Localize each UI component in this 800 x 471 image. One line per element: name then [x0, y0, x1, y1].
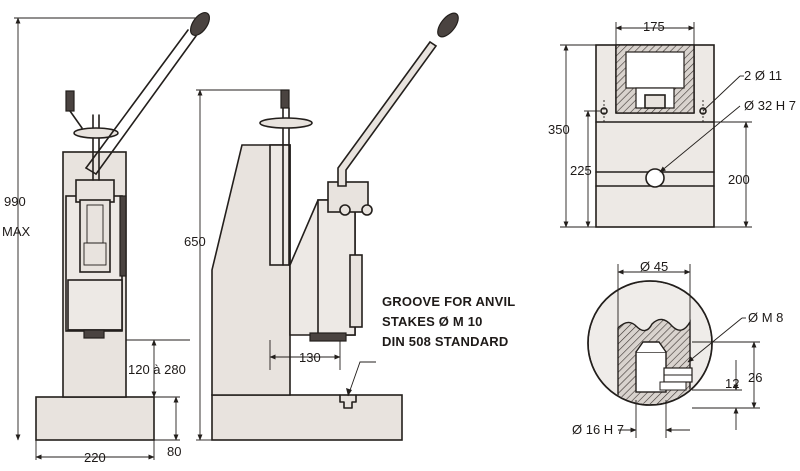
front-base-label: 80: [167, 444, 181, 459]
detail-thread-label: Ø M 8: [748, 310, 783, 325]
front-range-label: 120 à 280: [128, 362, 186, 377]
top-bore: [645, 168, 665, 188]
front-head-side: [119, 195, 127, 277]
side-view: 650 130 GROOVE FOR ANVIL STAKES Ø M 10 D…: [184, 12, 515, 441]
front-lever-knob: [189, 12, 211, 36]
side-tool: [309, 332, 347, 342]
top-bore-label: Ø 32 H 7: [744, 98, 796, 113]
top-right-label: 200: [728, 172, 750, 187]
front-handwheel-knob: [65, 90, 75, 112]
detail-depth-label: 26: [748, 370, 762, 385]
side-height-label: 650: [184, 234, 206, 249]
side-base: [211, 394, 403, 441]
front-lever-a: [85, 29, 189, 169]
side-note-line-3: DIN 508 STANDARD: [382, 334, 508, 349]
detail-diameter-label: Ø 45: [640, 259, 668, 274]
front-top-block: [75, 179, 115, 203]
side-note-line-2: STAKES Ø M 10: [382, 314, 483, 329]
side-handwheel: [259, 117, 313, 129]
side-column-front: [269, 144, 291, 266]
top-holes-label: 2 Ø 11: [744, 68, 782, 83]
front-lower-block: [67, 279, 123, 331]
detail-view: Ø 45 Ø M 8 26 12 Ø 16 H 7: [572, 259, 783, 438]
front-tool: [83, 329, 105, 339]
front-height-label: MAX: [2, 224, 31, 239]
top-total-label: 350: [548, 122, 570, 137]
front-height-value: 990: [4, 194, 26, 209]
side-pivot-a: [339, 204, 351, 216]
front-base: [35, 396, 155, 441]
top-view: 175 2 Ø 11 Ø 32 H 7 350 225 200: [548, 19, 796, 228]
side-groove: [339, 394, 357, 409]
front-view: 990 MAX 120 à 280 220 80: [2, 12, 211, 465]
top-left-label: 225: [570, 163, 592, 178]
side-handwheel-knob: [280, 89, 290, 109]
front-width-label: 220: [84, 450, 106, 465]
side-throat-label: 130: [299, 350, 321, 365]
top-width-label: 175: [643, 19, 665, 34]
side-lever-knob: [437, 12, 459, 38]
front-handwheel: [73, 127, 119, 139]
front-lever-b: [95, 35, 197, 175]
side-ram: [349, 254, 363, 328]
side-note-line-1: GROOVE FOR ANVIL: [382, 294, 515, 309]
detail-bore-label: Ø 16 H 7: [572, 422, 624, 437]
front-ram: [79, 199, 111, 273]
side-lever: [337, 40, 438, 187]
side-pivot-b: [361, 204, 373, 216]
detail-small-label: 12: [725, 376, 739, 391]
front-ram-lower: [83, 242, 107, 266]
